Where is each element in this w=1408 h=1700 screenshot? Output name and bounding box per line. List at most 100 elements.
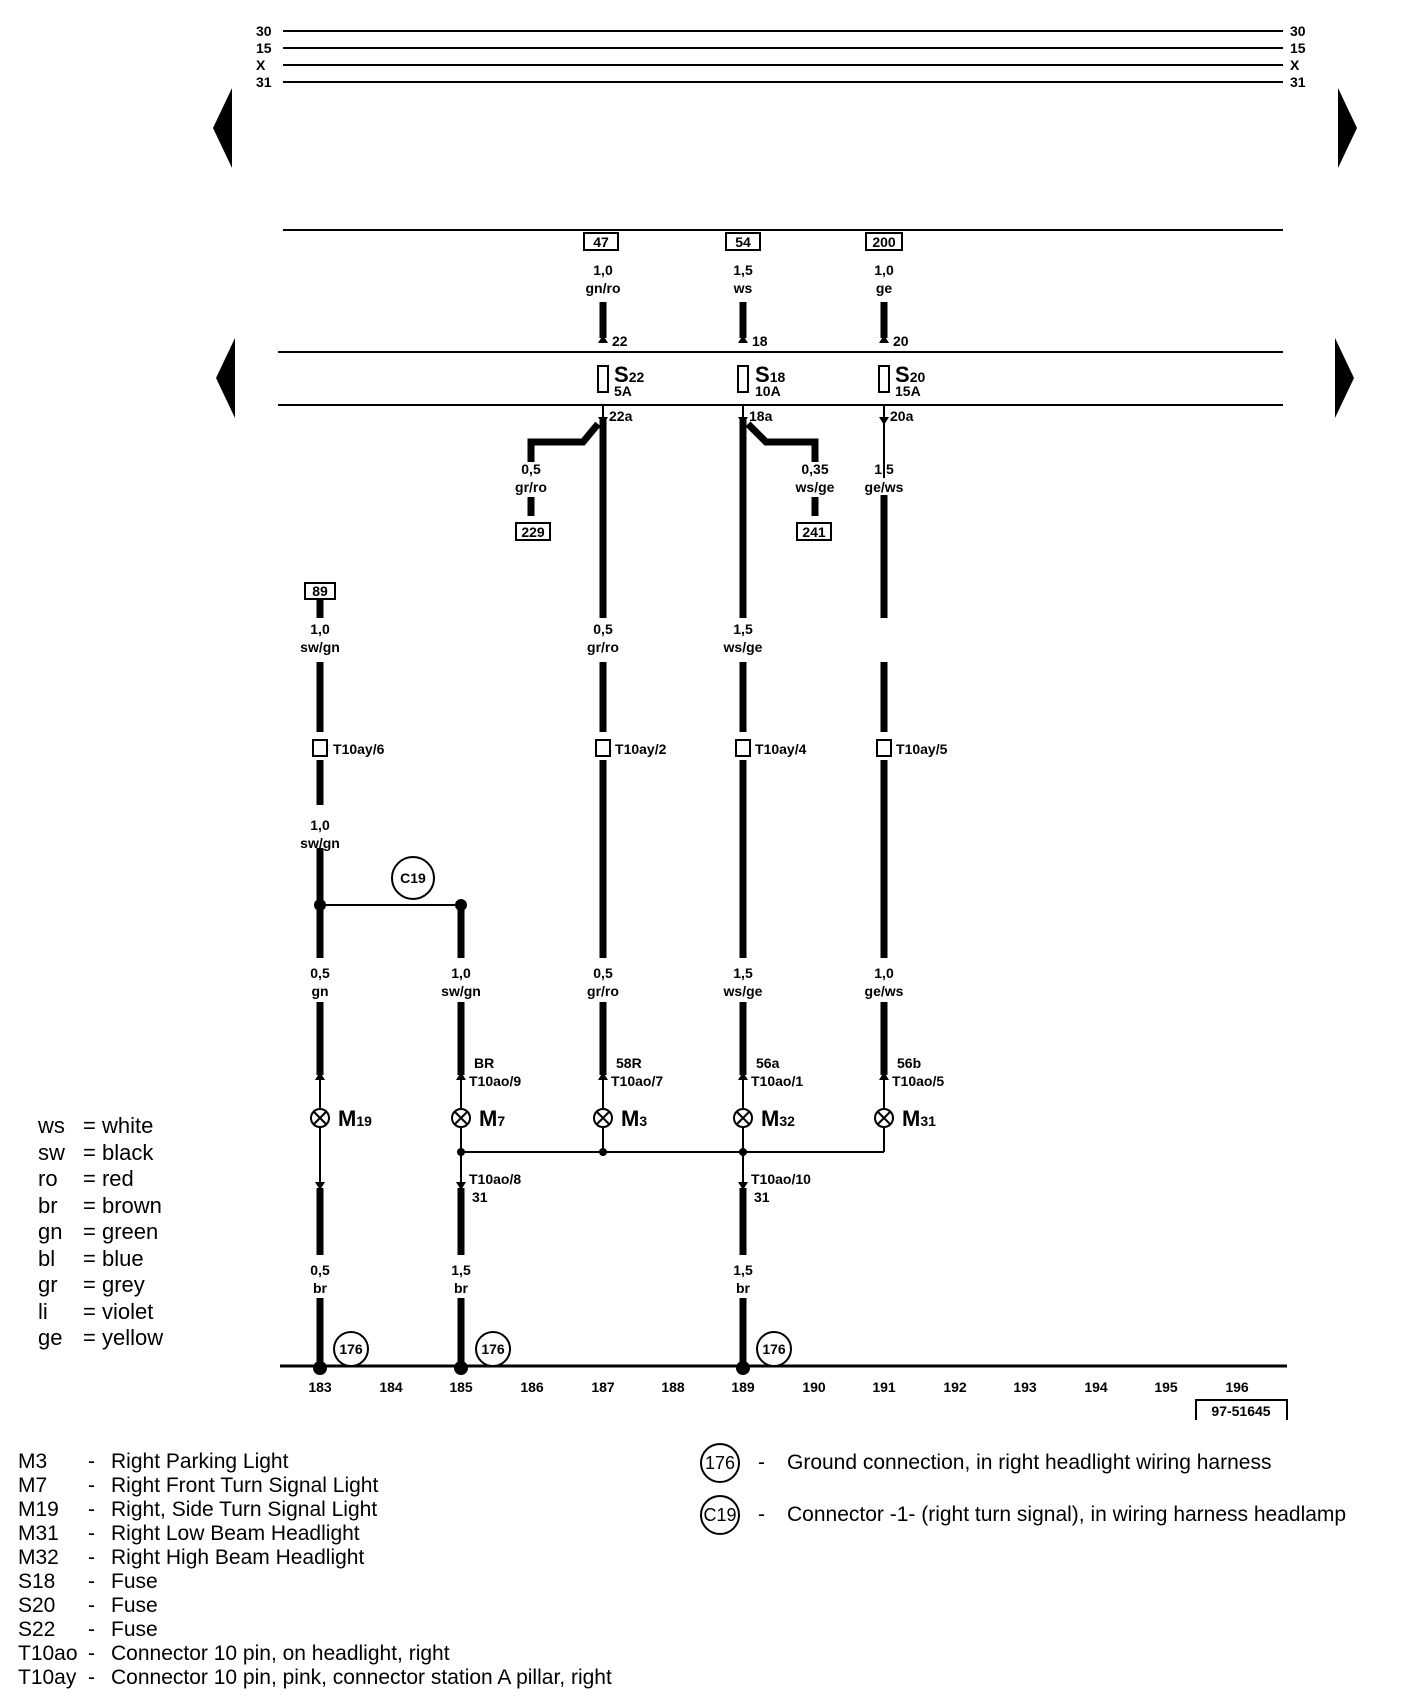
wire-color-legend: ws= white sw= black ro= red br= brown gn…	[38, 1113, 163, 1352]
wire-gauge-m32-feed: 1,5	[733, 965, 753, 981]
left-arrow-top-icon[interactable]	[213, 88, 232, 168]
wire-gauge-m19-upper: 1,0	[310, 621, 330, 637]
column-number: 186	[520, 1379, 544, 1395]
column-number: 196	[1225, 1379, 1249, 1395]
wire-color-m19-lower: sw/gn	[300, 835, 340, 851]
component-code: S20	[18, 1594, 56, 1617]
wires	[316, 302, 888, 1362]
bus-label-x-right: X	[1290, 57, 1300, 73]
right-arrow-fuse-icon[interactable]	[1335, 338, 1354, 418]
fuse-pin-20a: 20a	[890, 408, 914, 424]
legend-abbr: sw	[38, 1139, 65, 1165]
c19-label: C19	[400, 870, 426, 886]
component-code: M3	[18, 1450, 48, 1473]
left-arrow-fuse-icon[interactable]	[216, 338, 235, 418]
component-desc: Right High Beam Headlight	[111, 1546, 365, 1569]
component-code: M31	[18, 1522, 59, 1545]
bus-labels-right: 30 15 X 31	[1290, 23, 1306, 90]
column-number: 184	[379, 1379, 403, 1395]
wiring-diagram: 30 15 X 31 30 15 X 31	[213, 23, 1357, 1420]
bus-label-15-right: 15	[1290, 40, 1306, 56]
branch-color-241: ws/ge	[795, 479, 835, 495]
connector-symbols	[312, 739, 892, 757]
legend-row: gn= green	[38, 1219, 159, 1244]
component-code: M19	[18, 1498, 59, 1521]
wire-color-m19-ground: br	[313, 1280, 328, 1296]
pin-label-m7-bottom: T10ao/9	[469, 1073, 521, 1089]
legend-name: red	[101, 1166, 134, 1191]
branch-color-229: gr/ro	[515, 479, 547, 495]
pin-label-m7-top: BR	[474, 1055, 494, 1071]
component-desc: Connector 10 pin, on headlight, right	[111, 1642, 450, 1665]
component-code: S18	[18, 1570, 56, 1593]
lamp-m32-icon	[733, 1108, 753, 1128]
pin-label-m3-bottom: T10ao/7	[611, 1073, 663, 1089]
reference-notes: 176 - Ground connection, in right headli…	[700, 1440, 1346, 1544]
component-row: M19-Right, Side Turn Signal Light	[18, 1498, 378, 1521]
bus-labels-left: 30 15 X 31	[256, 23, 272, 90]
fuse-pin-22a: 22a	[609, 408, 633, 424]
note-desc: Connector -1- (right turn signal), in wi…	[787, 1503, 1347, 1526]
component-row: T10ay-Connector 10 pin, pink, connector …	[18, 1666, 612, 1689]
component-row: S22-Fuse	[18, 1618, 158, 1641]
column-number: 185	[449, 1379, 473, 1395]
component-desc: Fuse	[111, 1570, 158, 1593]
component-code: S22	[18, 1618, 56, 1641]
wire-gauge-m31-feed: 1,0	[874, 965, 894, 981]
bus-label-31-right: 31	[1290, 74, 1306, 90]
ground-ref-189: 176	[762, 1341, 786, 1357]
column-number: 190	[802, 1379, 826, 1395]
figure-id: 97-51645	[1211, 1403, 1270, 1419]
column-number: 183	[308, 1379, 332, 1395]
legend-name: grey	[101, 1272, 145, 1297]
component-code: T10ay	[18, 1666, 77, 1689]
wire-gauge-m7-ground: 1,5	[451, 1262, 471, 1278]
legend-name: violet	[101, 1298, 154, 1324]
wire-gauge-m7-feed: 1,0	[451, 965, 471, 981]
component-desc: Right, Side Turn Signal Light	[111, 1498, 378, 1521]
wire-color-m31-feed: ge/ws	[865, 983, 904, 999]
wire-gauge-m3-feed: 0,5	[593, 965, 613, 981]
wire-gauge-s18-in: 1,5	[733, 262, 753, 278]
bus-label-30-right: 30	[1290, 23, 1306, 39]
wire-color-m32-ground: br	[736, 1280, 751, 1296]
legend-abbr: bl	[38, 1245, 56, 1271]
fuse-label-s22: S22	[614, 362, 644, 387]
wire-color-m3-feed: gr/ro	[587, 983, 619, 999]
wire-color-s20-out: ge/ws	[865, 479, 904, 495]
component-row: S20-Fuse	[18, 1594, 158, 1617]
wire-color-m7-feed: sw/gn	[441, 983, 481, 999]
legend-name: green	[101, 1219, 159, 1244]
component-row: S18-Fuse	[18, 1570, 158, 1593]
legend-abbr: li	[38, 1298, 48, 1324]
fuse-rating-s18: 10A	[755, 383, 781, 399]
column-number: 189	[731, 1379, 755, 1395]
component-code: M32	[18, 1546, 59, 1569]
connector-label-t10ay-5: T10ay/5	[896, 741, 948, 757]
note-ref-circle: C19	[700, 1495, 740, 1535]
fuse-label-s18: S18	[755, 362, 785, 387]
component-list: M3-Right Parking Light M7-Right Front Tu…	[18, 1450, 612, 1690]
lamp-symbols	[310, 1108, 894, 1128]
bus-label-15-left: 15	[256, 40, 272, 56]
wire-color-s22-mid: gr/ro	[587, 639, 619, 655]
ref-box-241: 241	[802, 524, 826, 540]
right-arrow-top-icon[interactable]	[1338, 88, 1357, 168]
component-row: T10ao-Connector 10 pin, on headlight, ri…	[18, 1642, 450, 1665]
column-number: 191	[872, 1379, 896, 1395]
ground-ref-183: 176	[339, 1341, 363, 1357]
ground-term-m32: 31	[754, 1189, 770, 1205]
wire-color-m32-feed: ws/ge	[723, 983, 763, 999]
wire-color-s18-mid: ws/ge	[723, 639, 763, 655]
ref-box-47: 47	[593, 234, 609, 250]
legend-row: ro= red	[38, 1166, 134, 1191]
branch-gauge-241: 0,35	[801, 461, 828, 477]
lamp-m19-icon	[310, 1108, 330, 1128]
wire-gauge-m32-ground: 1,5	[733, 1262, 753, 1278]
component-row: M3-Right Parking Light	[18, 1450, 289, 1473]
legend-row: bl= blue	[38, 1245, 144, 1271]
pin-label-m32-bottom: T10ao/1	[751, 1073, 803, 1089]
legend-row: ws= white	[38, 1113, 154, 1138]
component-code: M7	[18, 1474, 48, 1497]
column-number: 195	[1154, 1379, 1178, 1395]
